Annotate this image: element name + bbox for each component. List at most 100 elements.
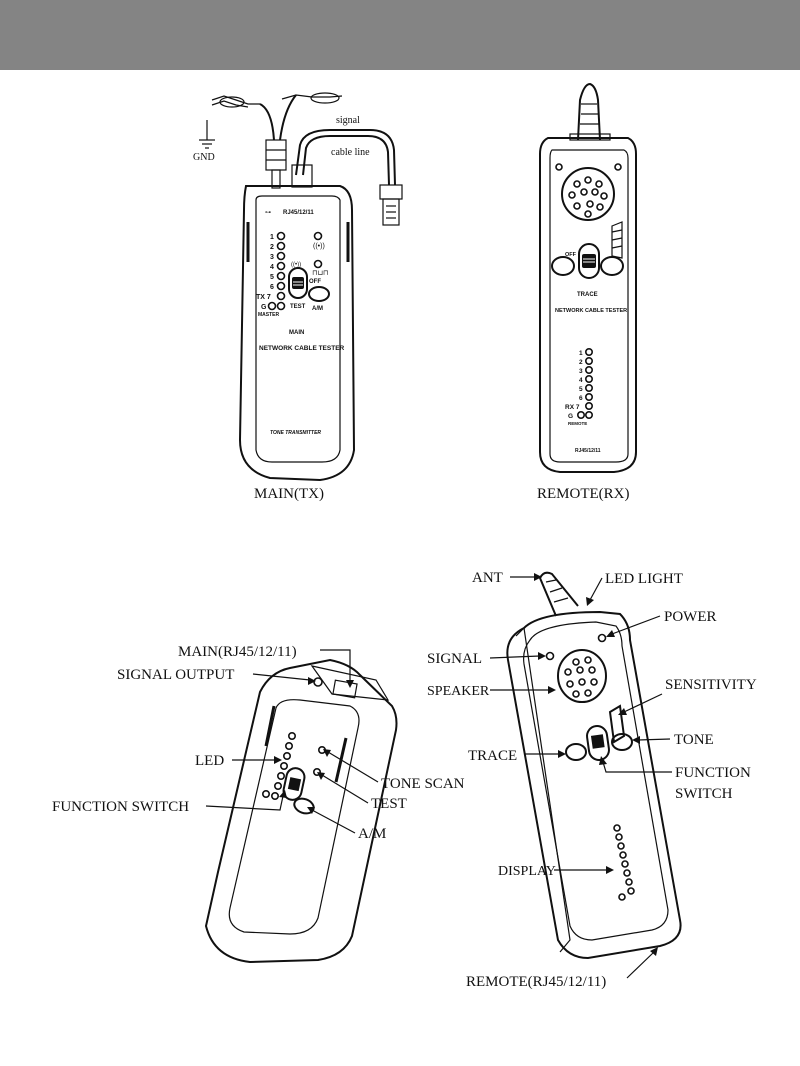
cable-line-label: cable line: [331, 147, 370, 158]
callout-main-port: MAIN(RJ45/12/11): [178, 644, 297, 660]
rx-antenna: [577, 82, 601, 141]
callout-signal: SIGNAL: [427, 651, 482, 667]
callout-sensitivity: SENSITIVITY: [665, 677, 757, 693]
alligator-clips: [211, 92, 343, 141]
rx-led-label-5: 5: [579, 386, 583, 393]
remote-rx-perspective: [506, 571, 682, 960]
rx-perspective-signal-led: [545, 651, 555, 661]
rx-led-label-7: RX 7: [565, 404, 580, 411]
rj45-cable: [291, 129, 403, 226]
callout-ant: ANT: [472, 570, 503, 586]
rx-trace-label: TRACE: [577, 292, 598, 298]
rx-title-label: NETWORK CABLE TESTER: [555, 308, 627, 314]
rx-led-column: 1 2 3 4 5 6 RX 7 G: [565, 347, 593, 420]
tx-pulse-icon: ⊓⊔⊓: [312, 270, 328, 277]
remote-rx-front-view: OFF TRACE NETWORK CABLE TESTER 1 2 3 4 5…: [539, 82, 637, 473]
tx-led-1: [276, 231, 286, 241]
callout-tone: TONE: [674, 732, 714, 748]
tx-perspective-function-switch[interactable]: [282, 766, 306, 801]
callout-test: TEST: [371, 796, 407, 812]
tx-footer-label: TONE TRANSMITTER: [270, 430, 321, 436]
rx-led-label-1: 1: [579, 350, 583, 357]
tx-led-column: 1 2 3 4 5 6 TX 7 G: [256, 231, 286, 311]
tx-am-button[interactable]: [308, 286, 330, 302]
callout-display: DISPLAY: [498, 864, 556, 879]
tx-test-led: [313, 259, 323, 269]
tx-off-label: OFF: [309, 279, 321, 285]
ground-symbol: [199, 120, 215, 149]
rx-perspective-display: [613, 824, 635, 901]
tx-test-label: TEST: [290, 304, 306, 310]
tx-led-label-1: 1: [270, 234, 274, 241]
tx-led-4: [276, 261, 286, 271]
rx-perspective-speaker: [557, 649, 607, 703]
tx-function-switch[interactable]: ((•)): [288, 262, 308, 299]
callout-trace: TRACE: [468, 748, 517, 764]
caption-main-tx: MAIN(TX): [254, 486, 324, 502]
tx-led-g2: [276, 301, 286, 311]
tx-led-label-g: G: [261, 304, 267, 311]
rx-perspective-power-led: [597, 633, 607, 643]
tx-led-7: [276, 291, 286, 301]
rx-off-label: OFF: [565, 252, 577, 258]
rx-led-label-4: 4: [579, 377, 583, 384]
callouts-rx: ANT LED LIGHT POWER SIGNAL SPEAKER SENSI…: [427, 570, 757, 990]
signal-connector: [265, 139, 287, 189]
tx-led-label-3: 3: [270, 254, 274, 261]
rx-signal-led: [555, 163, 563, 171]
tx-body: [238, 185, 356, 482]
rx-led-label-g: G: [568, 413, 573, 420]
tx-wave-icon: ((•)): [313, 243, 325, 250]
tx-port-label: RJ45/12/11: [283, 210, 314, 216]
tx-led-label-7: TX 7: [256, 294, 271, 301]
rx-tone-button[interactable]: [600, 256, 624, 276]
tx-led-2: [276, 241, 286, 251]
tx-led-6: [276, 281, 286, 291]
callout-power: POWER: [664, 609, 717, 625]
rx-sensitivity-wheel[interactable]: [611, 221, 623, 259]
rx-function-switch[interactable]: [578, 243, 600, 279]
callout-remote-port: REMOTE(RJ45/12/11): [466, 974, 606, 990]
rx-perspective-sensitivity[interactable]: [608, 704, 626, 744]
tx-led-3: [276, 251, 286, 261]
rx-perspective-tone-button[interactable]: [611, 733, 633, 751]
tx-tone-led: [313, 231, 323, 241]
callout-led: LED: [195, 753, 224, 769]
rx-perspective-antenna: [538, 571, 579, 617]
rx-trace-button[interactable]: [551, 256, 575, 276]
tx-master-label: MASTER: [258, 312, 280, 318]
rx-remote-label: REMOTE: [568, 421, 587, 426]
tx-led-g: [267, 301, 277, 311]
callout-am: A/M: [358, 826, 386, 842]
callout-function-switch: FUNCTION SWITCH: [52, 799, 189, 815]
rx-perspective-trace-button[interactable]: [565, 743, 587, 761]
rx-power-led: [614, 163, 622, 171]
main-tx-perspective: [204, 658, 398, 964]
callout-speaker: SPEAKER: [427, 684, 490, 699]
tx-switch-wave-icon: ((•)): [291, 262, 301, 268]
rx-led-label-3: 3: [579, 368, 583, 375]
callout-signal-output: SIGNAL OUTPUT: [117, 667, 234, 683]
tx-connector-icon: ⊶: [265, 210, 271, 216]
tx-title-label: NETWORK CABLE TESTER: [259, 345, 345, 352]
callouts-tx: MAIN(RJ45/12/11) SIGNAL OUTPUT LED FUNCT…: [52, 644, 465, 842]
tx-rj45-port: [332, 679, 358, 699]
rx-perspective-function-switch[interactable]: [586, 725, 611, 761]
rx-port-label: RJ45/12/11: [575, 448, 601, 454]
signal-label: signal: [336, 115, 360, 126]
rx-body: [539, 137, 637, 473]
tx-led-label-4: 4: [270, 264, 274, 271]
main-tx-front-view: GND signal cable line: [193, 92, 403, 482]
caption-remote-rx: REMOTE(RX): [537, 486, 630, 502]
tx-led-label-2: 2: [270, 244, 274, 251]
rx-led-label-2: 2: [579, 359, 583, 366]
rx-speaker: [561, 167, 615, 221]
tx-am-label: A/M: [312, 306, 323, 312]
tx-led-label-6: 6: [270, 284, 274, 291]
callout-tone-scan: TONE SCAN: [381, 776, 465, 792]
callout-led-light: LED LIGHT: [605, 571, 683, 587]
tx-led-label-5: 5: [270, 274, 274, 281]
tx-led-5: [276, 271, 286, 281]
rx-led-label-6: 6: [579, 395, 583, 402]
